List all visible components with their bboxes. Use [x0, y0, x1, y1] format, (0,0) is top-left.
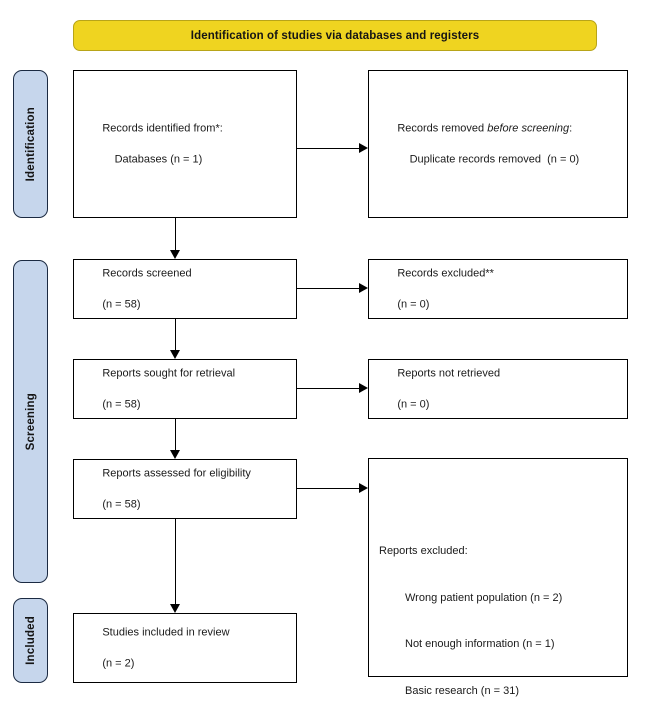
stage-label-included: Included [13, 598, 48, 683]
records-removed-line1-a: Records removed [397, 121, 488, 134]
reports-assessed-line1: Reports assessed for eligibility [102, 466, 251, 479]
stage-label-identification: Identification [13, 70, 48, 218]
header-banner-label: Identification of studies via databases … [190, 29, 480, 42]
arrowhead-identified-to-screened [169, 250, 180, 259]
arrowhead-sought-to-assessed [169, 450, 180, 459]
reports-sought-line1: Reports sought for retrieval [102, 366, 236, 379]
connector-sought-to-not-retrieved [297, 388, 359, 389]
reports-sought-line2: (n = 58) [102, 397, 141, 410]
box-reports-assessed: Reports assessed for eligibility (n = 58… [73, 459, 297, 519]
box-records-removed: Records removed before screening: Duplic… [368, 70, 628, 218]
box-reports-sought: Reports sought for retrieval (n = 58) [73, 359, 297, 419]
records-identified-line1: Records identified from*: [102, 121, 223, 134]
stage-label-screening-text: Screening [24, 392, 37, 451]
box-studies-included: Studies included in review (n = 2) [73, 613, 297, 683]
connector-assessed-to-excluded [297, 488, 359, 489]
box-records-identified-text: Records identified from*: Databases (n =… [84, 105, 290, 183]
box-records-excluded-text: Records excluded** (n = 0) [379, 250, 621, 328]
reports-excluded-item: Not enough information (n = 1) [405, 638, 555, 650]
header-banner: Identification of studies via databases … [73, 20, 597, 51]
records-screened-line2: (n = 58) [102, 297, 141, 310]
stage-label-included-text: Included [24, 616, 37, 665]
records-excluded-line2: (n = 0) [397, 297, 430, 310]
connector-assessed-to-included [175, 519, 176, 604]
reports-assessed-line2: (n = 58) [102, 497, 141, 510]
box-reports-assessed-text: Reports assessed for eligibility (n = 58… [84, 450, 290, 528]
box-records-excluded: Records excluded** (n = 0) [368, 259, 628, 319]
box-records-identified: Records identified from*: Databases (n =… [73, 70, 297, 218]
box-reports-excluded: Reports excluded: Wrong patient populati… [368, 458, 628, 697]
box-reports-sought-text: Reports sought for retrieval (n = 58) [84, 350, 290, 428]
studies-included-line2: (n = 2) [102, 656, 135, 669]
records-removed-line2: Duplicate records removed (n = 0) [397, 152, 580, 165]
connector-screened-to-sought [175, 319, 176, 350]
reports-excluded-item: Wrong patient population (n = 2) [405, 591, 563, 604]
connector-sought-to-assessed [175, 419, 176, 450]
records-removed-line1-b: : [569, 121, 573, 134]
records-screened-line1: Records screened [102, 266, 192, 279]
reports-not-retrieved-line1: Reports not retrieved [397, 366, 501, 379]
records-removed-line1-italic: before screening [487, 121, 570, 134]
box-reports-not-retrieved: Reports not retrieved (n = 0) [368, 359, 628, 419]
arrowhead-assessed-to-included [169, 604, 180, 613]
box-records-screened: Records screened (n = 58) [73, 259, 297, 319]
connector-screened-to-excluded [297, 288, 359, 289]
stage-label-screening: Screening [13, 260, 48, 583]
box-records-removed-text: Records removed before screening: Duplic… [379, 105, 621, 183]
records-excluded-line1: Records excluded** [397, 266, 494, 279]
box-reports-not-retrieved-text: Reports not retrieved (n = 0) [379, 350, 621, 428]
connector-identified-to-removed [297, 148, 359, 149]
box-records-screened-text: Records screened (n = 58) [84, 250, 290, 328]
reports-excluded-item: Basic research (n = 31) [405, 684, 520, 697]
records-identified-line2: Databases (n = 1) [102, 152, 203, 165]
box-studies-included-text: Studies included in review (n = 2) [84, 609, 290, 687]
arrowhead-sought-to-not-retrieved [359, 382, 368, 393]
connector-identified-to-screened [175, 218, 176, 250]
reports-not-retrieved-line2: (n = 0) [397, 397, 430, 410]
arrowhead-screened-to-excluded [359, 282, 368, 293]
arrowhead-identified-to-removed [359, 142, 368, 153]
reports-excluded-title: Reports excluded: [379, 545, 468, 557]
box-reports-excluded-text: Reports excluded: Wrong patient populati… [379, 513, 621, 709]
stage-label-identification-text: Identification [24, 106, 37, 182]
arrowhead-assessed-to-excluded [359, 482, 368, 493]
arrowhead-screened-to-sought [169, 350, 180, 359]
studies-included-line1: Studies included in review [102, 625, 230, 638]
